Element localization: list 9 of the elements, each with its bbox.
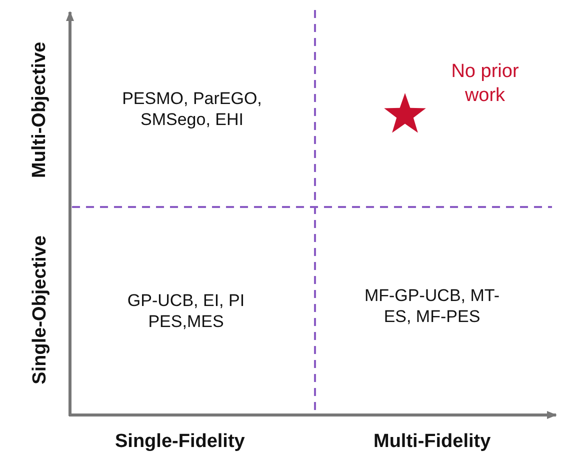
axis-label: Multi-Objective	[28, 42, 52, 178]
star-icon	[384, 93, 426, 133]
annotation: No prior work	[450, 60, 520, 108]
axis-label: Multi-Fidelity	[374, 430, 491, 454]
quadrant-text: MF-GP-UCB, MT-ES, MF-PES	[363, 285, 501, 328]
quadrant-text: PESMO, ParEGO, SMSego, EHI	[121, 88, 263, 130]
axis-label: Single-Fidelity	[115, 430, 245, 454]
axis-label: Single-Objective	[28, 235, 52, 384]
quadrant-text: GP-UCB, EI, PI PES,MES	[126, 290, 246, 332]
